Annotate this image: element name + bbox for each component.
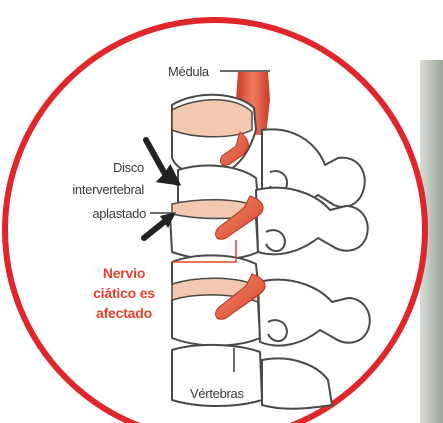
label-nervio-2: ciático es bbox=[78, 284, 170, 302]
label-nervio-1: Nervio bbox=[88, 264, 160, 282]
label-vertebras: Vértebras bbox=[190, 386, 244, 401]
disc-top bbox=[172, 100, 252, 137]
label-aplastado: aplastado bbox=[80, 206, 146, 221]
label-nervio-3: afectado bbox=[84, 304, 164, 322]
label-medula: Médula bbox=[168, 64, 209, 79]
label-disco: Disco bbox=[104, 160, 144, 175]
label-intervertebral: intervertebral bbox=[52, 182, 144, 197]
